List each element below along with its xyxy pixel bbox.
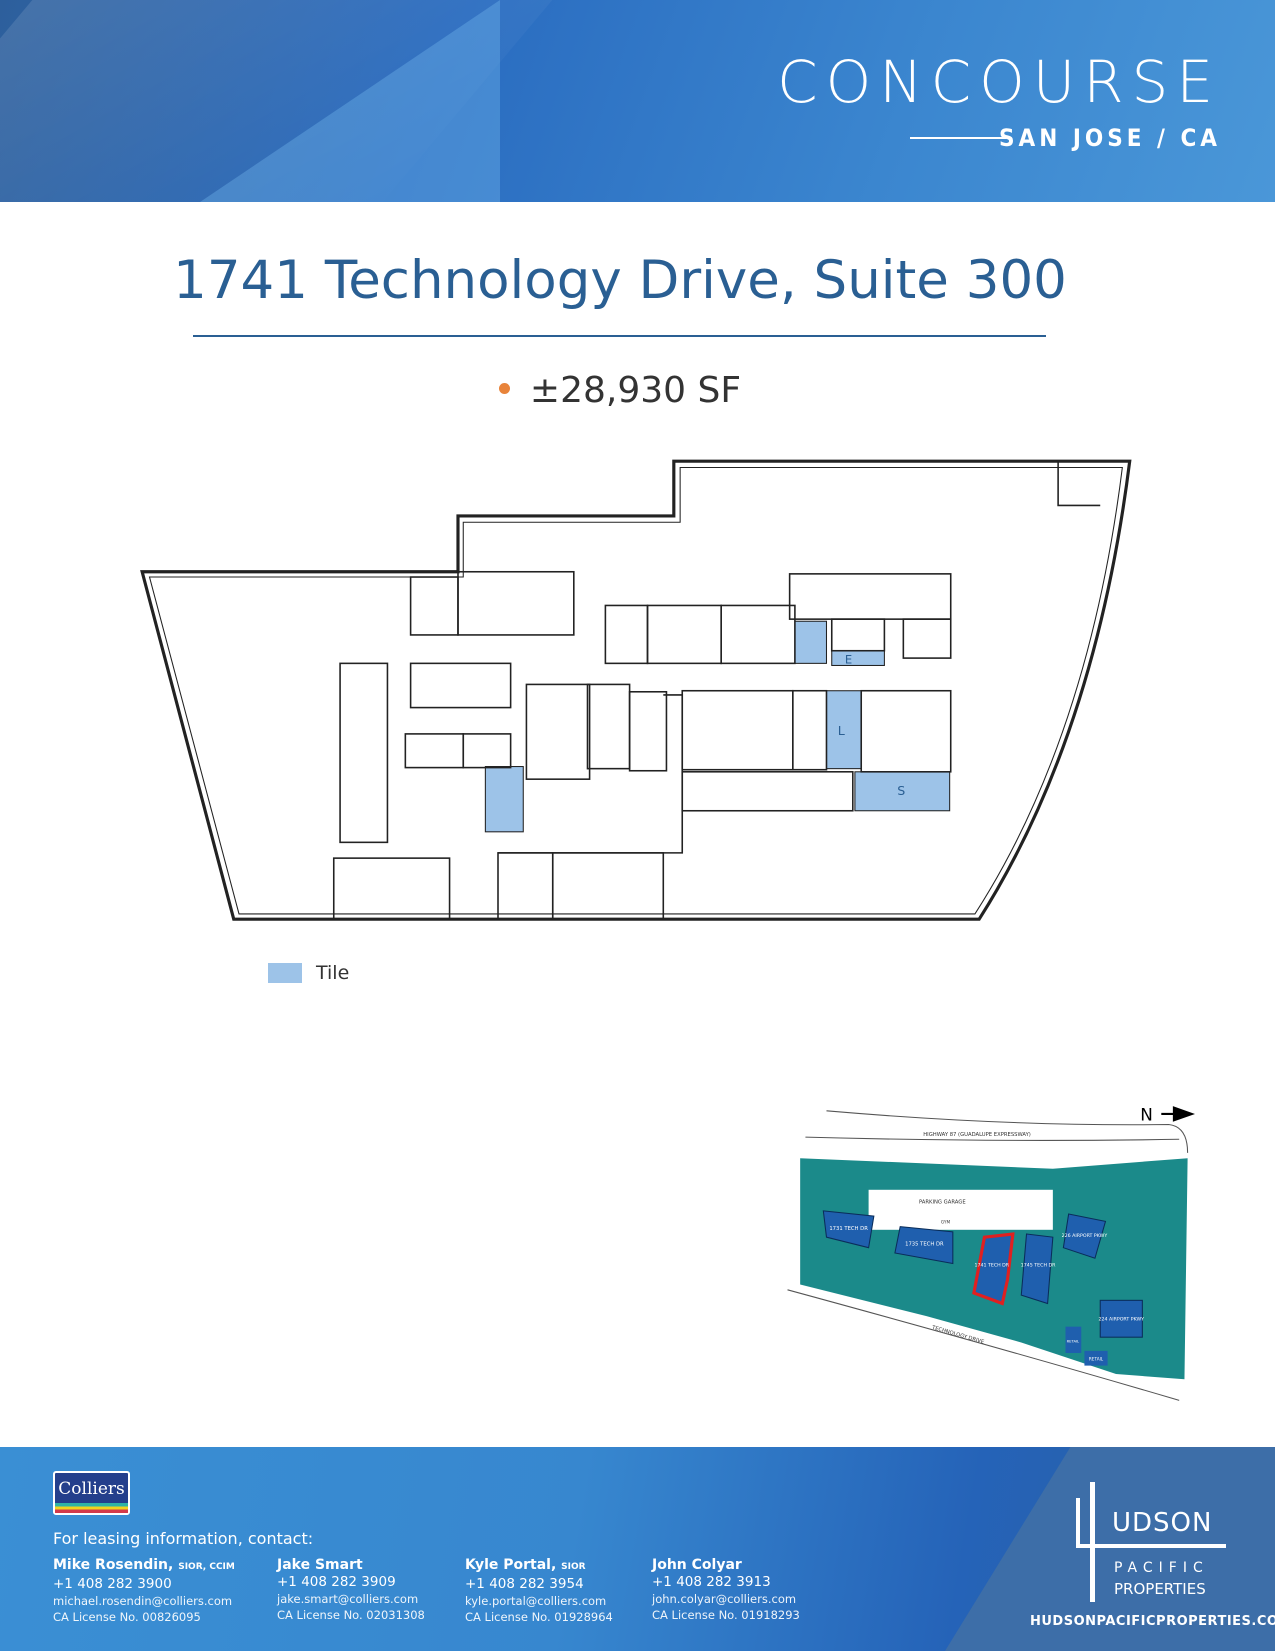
license: CA License No. 02031308 — [277, 1608, 425, 1622]
contact-card: John Colyar +1 408 282 3913 john.colyar@… — [652, 1557, 800, 1622]
phone: +1 408 282 3913 — [652, 1574, 771, 1590]
building-retail — [1065, 1326, 1082, 1353]
phone: +1 408 282 3909 — [277, 1574, 396, 1590]
floor-plan — [140, 459, 1132, 921]
building-label: 224 AIRPORT PKWY — [1098, 1316, 1144, 1322]
interior-walls — [332, 461, 1101, 920]
contact-card: Mike Rosendin, SIOR, CCIM +1 408 282 390… — [53, 1557, 235, 1624]
website-link[interactable]: HUDSONPACIFICPROPERTIES.COM — [1030, 1614, 1275, 1629]
building-retail — [1084, 1350, 1108, 1366]
building-224 — [1099, 1299, 1143, 1338]
page-title: 1741 Technology Drive, Suite 300 — [173, 250, 1067, 311]
phone: +1 408 282 3900 — [53, 1576, 172, 1592]
lease-text: For leasing information, contact: — [53, 1529, 314, 1548]
building-label: 1735 TECH DR — [905, 1242, 944, 1248]
tile-area — [854, 771, 951, 812]
room-label-e: E — [845, 652, 852, 666]
site-map: N HIGHWAY 87 (GUADALUPE EXPRESSWAY) PARK… — [787, 1104, 1195, 1401]
license: CA License No. 00826095 — [53, 1610, 201, 1624]
email-link[interactable]: kyle.portal@colliers.com — [465, 1594, 607, 1608]
email-link[interactable]: jake.smart@colliers.com — [277, 1592, 419, 1606]
building-label: 226 AIRPORT PKWY — [1062, 1233, 1108, 1239]
room-label-s: S — [897, 783, 905, 798]
technology-drive — [787, 1289, 1180, 1401]
email-link[interactable]: john.colyar@colliers.com — [652, 1592, 797, 1606]
building-label: 1745 TECH DR — [1021, 1263, 1056, 1269]
building-1745 — [1020, 1233, 1054, 1305]
tile-area — [831, 650, 885, 666]
building-226 — [1062, 1213, 1107, 1259]
garage-label: PARKING GARAGE — [919, 1199, 966, 1205]
legend-label: Tile — [316, 962, 350, 984]
tile-area — [484, 766, 524, 833]
building-outline — [140, 459, 1132, 921]
north-label: N — [1140, 1104, 1153, 1124]
brand-title: CONCOURSE — [777, 48, 1221, 116]
parking-garage — [868, 1189, 1053, 1230]
highway — [805, 1136, 1180, 1141]
area-value: ±28,930 SF — [529, 370, 742, 411]
title-divider — [193, 335, 1046, 337]
area-label: ±28,930 SF — [0, 370, 1240, 411]
building-1731 — [822, 1210, 875, 1249]
hudson-logo: UDSON PACIFIC PROPERTIES — [1072, 1482, 1232, 1602]
building-label: RETAIL — [1089, 1356, 1104, 1361]
license: CA License No. 01918293 — [652, 1608, 800, 1622]
divider — [910, 137, 1006, 139]
email-link[interactable]: michael.rosendin@colliers.com — [53, 1594, 233, 1608]
tile-area — [794, 620, 828, 664]
building-label: 1741 TECH DR — [974, 1263, 1009, 1269]
tile-area — [825, 690, 862, 770]
phone: +1 408 282 3954 — [465, 1576, 584, 1592]
room-label-l: L — [838, 723, 845, 738]
contact-card: Kyle Portal, SIOR +1 408 282 3954 kyle.p… — [465, 1557, 613, 1624]
contact-card: Jake Smart +1 408 282 3909 jake.smart@co… — [277, 1557, 425, 1622]
building-1741 — [972, 1232, 1015, 1306]
building-label: 1731 TECH DR — [829, 1226, 868, 1232]
north-arrow-icon — [1161, 1106, 1195, 1122]
highway — [826, 1110, 1189, 1153]
bullet-icon — [498, 382, 510, 394]
footer: Colliers For leasing information, contac… — [0, 1447, 1275, 1651]
building-outline-inner — [148, 467, 1123, 915]
legend: Tile — [268, 962, 349, 984]
license: CA License No. 01928964 — [465, 1610, 613, 1624]
gym-label: GYM — [941, 1219, 951, 1224]
header-banner: CONCOURSE SAN JOSE / CA — [0, 0, 1275, 202]
location-label: SAN JOSE / CA — [999, 124, 1221, 152]
legend-swatch-tile — [268, 963, 302, 983]
colliers-logo: Colliers — [53, 1471, 130, 1515]
building-1735 — [894, 1226, 954, 1265]
building-label: RETAIL — [1067, 1339, 1080, 1343]
highway-label: HIGHWAY 87 (GUADALUPE EXPRESSWAY) — [923, 1132, 1031, 1138]
